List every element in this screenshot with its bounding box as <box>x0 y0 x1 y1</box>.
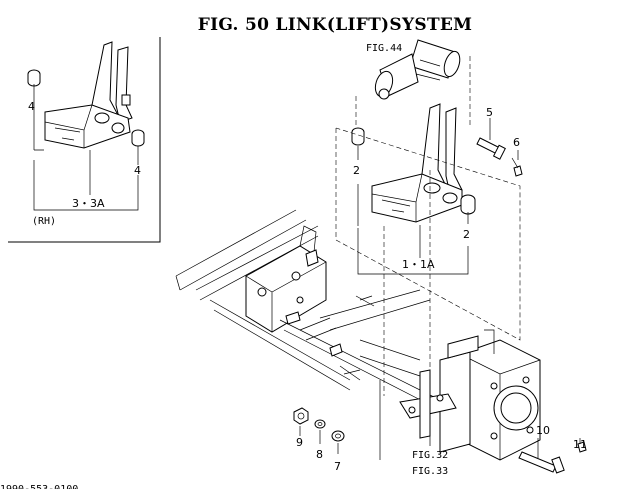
inset-bushing-upper <box>27 69 41 87</box>
pin-5 <box>476 137 506 160</box>
inset-rh-panel: 4 4 3・3A (RH) <box>8 37 161 243</box>
bushing-2-right <box>460 194 476 215</box>
right-mount-bracket <box>399 329 541 461</box>
callout-inset-4a: 4 <box>28 100 35 113</box>
callout-6: 6 <box>513 136 520 149</box>
bolt-6 <box>511 157 523 177</box>
flat-washer-7 <box>331 430 345 442</box>
chassis-frame <box>175 209 441 460</box>
callout-inset-4b: 4 <box>134 164 141 177</box>
inset-lift-arm <box>44 41 133 149</box>
lock-washer-8 <box>314 419 326 429</box>
ref-fig32: FIG.32 <box>412 450 448 461</box>
side-note-rh: (RH) <box>32 216 56 227</box>
callout-2a: 2 <box>353 164 360 177</box>
lift-arm-main <box>371 103 463 223</box>
figure-title: FIG. 50 LINK(LIFT)SYSTEM <box>198 15 473 35</box>
lift-cylinder-ref: FIG.44 <box>366 39 461 100</box>
callout-8: 8 <box>316 448 323 461</box>
bolt-11 <box>577 441 587 453</box>
callout-5: 5 <box>486 106 493 119</box>
ref-fig44: FIG.44 <box>366 43 402 54</box>
ref-fig33: FIG.33 <box>412 466 448 477</box>
callout-1: 1・1A <box>402 258 435 271</box>
pin-10 <box>518 451 565 474</box>
footer-code: 1990-553-0100 <box>0 484 78 489</box>
callout-7: 7 <box>334 460 341 473</box>
nut-9 <box>293 407 309 425</box>
callout-9: 9 <box>296 436 303 449</box>
inset-bushing-lower <box>131 129 145 147</box>
callout-10: 10 <box>536 424 550 437</box>
callout-inset-3: 3・3A <box>72 197 105 210</box>
callout-11: 11 <box>573 438 587 451</box>
callout-2b: 2 <box>463 228 470 241</box>
